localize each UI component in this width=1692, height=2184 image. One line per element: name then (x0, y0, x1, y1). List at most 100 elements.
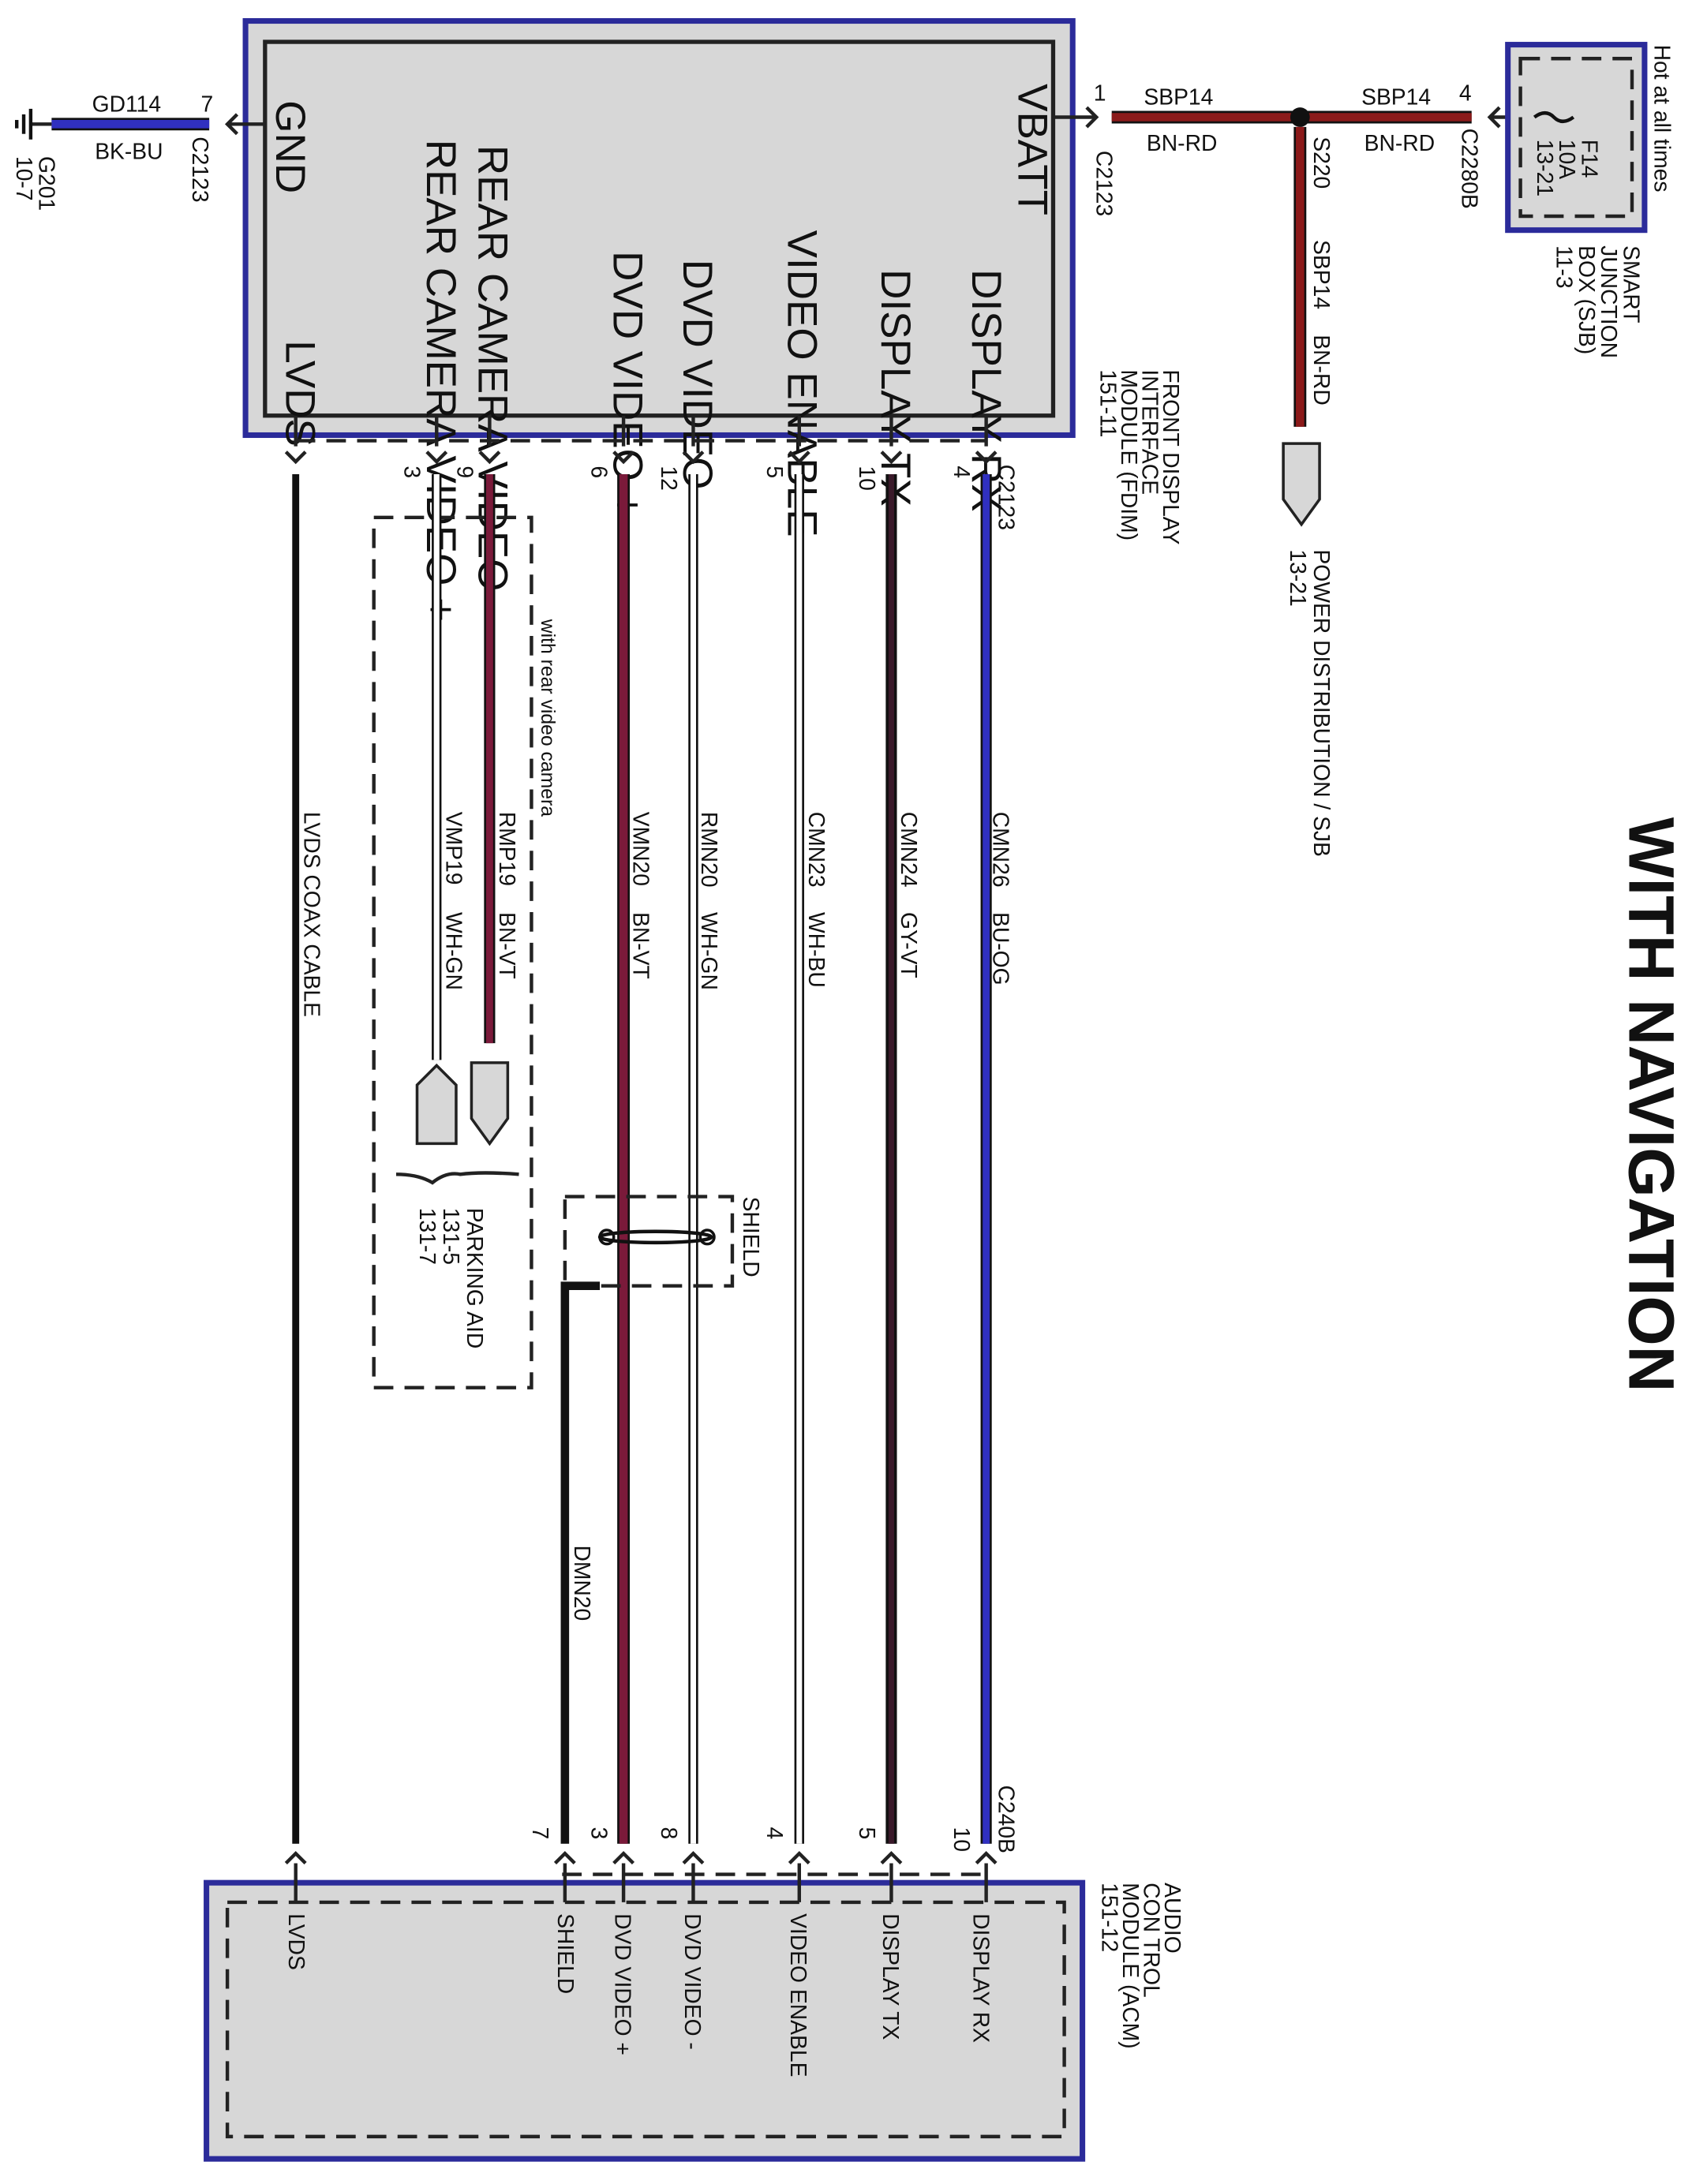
wire-display-rx-color: BU-OG (988, 912, 1013, 985)
connector-arrow-icon (1487, 106, 1501, 129)
fdim-name-line-1: FRONT DISPLAY (1159, 369, 1184, 544)
wire-dvd-video-plus: 6 3 VMN20 BN-VT (586, 415, 653, 1902)
power-circuit-a: SBP14 (1144, 84, 1213, 110)
power-connector-b: C2280B (1457, 129, 1482, 209)
connector-arrow-icon (975, 451, 998, 465)
wire-video-enable: 5 4 CMN23 WH-BU (762, 415, 829, 1902)
acm-pin-dvd-minus: DVD VIDEO - (680, 1913, 706, 2050)
connector-arrow-icon (612, 451, 635, 465)
fdim-name-line-4: 151-11 (1096, 369, 1121, 437)
acm-module: LVDS SHIELD DVD VIDEO + DVD VIDEO - VIDE… (204, 1879, 1086, 2162)
drain-wire (560, 1281, 601, 1844)
wire-dvd-video-plus-color: BN-VT (628, 912, 653, 979)
ground-point: G201 (34, 156, 59, 211)
wire-dvd-video-plus-fdim-pin: 6 (586, 466, 612, 478)
ground-circuit: GD114 BK-BU 7 C2123 G201 10-7 (12, 91, 265, 211)
splice-icon (1290, 107, 1310, 127)
wire-rear-cam-plus-circuit: VMP19 (442, 812, 467, 885)
drain-acm-pin: 7 (528, 1827, 553, 1839)
sjb-name-line-4: 11-3 (1552, 245, 1578, 288)
ground-ref: 10-7 (12, 156, 37, 201)
acm-pin-display-rx: DISPLAY RX (969, 1913, 994, 2043)
power-pin-b: 4 (1459, 80, 1472, 105)
power-dest-line-1: POWER DISTRIBUTION / SJB (1309, 549, 1335, 856)
power-color-c: BN-RD (1309, 335, 1335, 406)
power-dest-line-2: 13-21 (1286, 549, 1311, 606)
brace-icon (395, 1171, 519, 1185)
wire-dvd-video-plus-circuit: VMN20 (628, 812, 653, 886)
drain-circuit: DMN20 (570, 1545, 595, 1621)
fdim-pin-display-tx: DISPLAY TX (872, 269, 919, 507)
wire-rear-cam-plus-fdim-pin: 3 (400, 466, 425, 478)
wire-video-enable-color: WH-BU (804, 912, 829, 988)
wire-video-enable-acm-pin: 4 (762, 1827, 788, 1839)
wire-lvds: LVDS COAX CABLE (284, 415, 324, 1902)
connector-arrow-icon (553, 1850, 576, 1865)
acm-pin-display-tx: DISPLAY TX (878, 1913, 904, 2040)
wire-dvd-video-minus-acm-pin: 8 (657, 1827, 682, 1839)
ground-circuit-label: GD114 (92, 91, 161, 116)
wire-display-rx-circuit: CMN26 (988, 812, 1013, 888)
acm-pin-dvd-plus: DVD VIDEO + (610, 1913, 635, 2055)
connector-arrow-icon (682, 1850, 705, 1865)
connector-arrow-icon (788, 1850, 810, 1865)
fuse-rating: 10A (1555, 140, 1580, 179)
fuse-id: F14 (1577, 140, 1602, 178)
wire-display-tx-circuit: CMN24 (897, 812, 922, 888)
acm-name-line-1: AUDIO (1160, 1883, 1185, 1954)
shield-label: SHIELD (739, 1197, 764, 1277)
power-dist-terminal (1282, 442, 1321, 527)
connector-arrow-icon (880, 1850, 903, 1865)
connector-arrow-icon (682, 451, 705, 465)
fdim-pin-lvds: LVDS (276, 340, 323, 447)
wire-rear-cam-minus-fdim-pin: 9 (453, 466, 478, 478)
wire-rear-cam-plus-color: WH-GN (442, 912, 467, 990)
connector-arrow-icon (612, 1850, 635, 1865)
sjb-name-line-2: JUNCTION (1597, 245, 1622, 358)
wire-video-enable-circuit: CMN23 (804, 812, 829, 888)
wire-dvd-video-minus: 12 8 RMN20 WH-GN (657, 415, 722, 1902)
fdim-name-line-3: MODULE (FDIM) (1117, 369, 1142, 540)
fuse-hot-label: Hot at all times (1649, 45, 1675, 193)
connector-arrow-icon (975, 1850, 998, 1865)
fdim-name: FRONT DISPLAY INTERFACE MODULE (FDIM) 15… (1096, 369, 1185, 544)
wire-dvd-video-minus-circuit: RMN20 (697, 812, 722, 888)
rear-cam-plus-terminal (415, 1063, 458, 1146)
fdim-pin-dvd-plus: DVD VIDEO + (605, 251, 651, 517)
fuse-icon (1533, 111, 1575, 124)
connector-arrow-icon (788, 451, 810, 465)
connector-arrow-icon (478, 451, 501, 465)
fdim-connector-label: C2123 (994, 465, 1020, 530)
ground-color-label: BK-BU (95, 139, 163, 164)
connector-arrow-icon (1085, 106, 1099, 129)
sjb-name-line-3: BOX (SJB) (1574, 245, 1600, 354)
parking-aid-line-2: 131-5 (439, 1208, 464, 1265)
sjb-name: SMART JUNCTION BOX (SJB) 11-3 (1552, 245, 1645, 358)
wire-dvd-video-plus-acm-pin: 3 (586, 1827, 612, 1839)
parking-aid-line-1: PARKING AID (462, 1208, 488, 1349)
wire-rear-cam-minus-circuit: RMP19 (495, 812, 520, 886)
ground-pin: 7 (201, 91, 214, 116)
wire-display-tx-acm-pin: 5 (855, 1827, 880, 1839)
fdim-pin-vbatt: VBATT (1009, 84, 1055, 215)
acm-name-line-3: MODULE (ACM) (1118, 1883, 1144, 2048)
wire-display-rx-acm-pin: 10 (949, 1827, 975, 1851)
connector-arrow-icon (284, 1850, 307, 1865)
acm-name-line-4: 151-12 (1097, 1883, 1122, 1952)
wire-display-tx-color: GY-VT (897, 912, 922, 978)
fdim-pin-display-rx: DISPLAY RX (963, 269, 1009, 511)
wire-dvd-video-minus-color: WH-GN (697, 912, 722, 990)
wire-display-rx-fdim-pin: 4 (949, 466, 975, 478)
fdim-pin-gnd: GND (267, 100, 313, 193)
acm-pin-video-enable: VIDEO ENABLE (786, 1913, 811, 2077)
wire-lvds-label: LVDS COAX CABLE (299, 812, 324, 1017)
acm-name: AUDIO CON TROL MODULE (ACM) 151-12 (1097, 1883, 1185, 2048)
wire-video-enable-fdim-pin: 5 (762, 466, 788, 478)
connector-arrow-icon (284, 451, 307, 465)
rear-camera-note: with rear video camera (537, 619, 558, 817)
wire-display-tx-fdim-pin: 10 (855, 466, 880, 490)
power-circuit: 1 C2123 SBP14 BN-RD SBP14 BN-RD 4 C2280B… (1053, 80, 1521, 857)
acm-connector-label: C240B (994, 1785, 1020, 1853)
rear-cam-minus-terminal (470, 1061, 510, 1146)
wire-rear-cam-minus-color: BN-VT (495, 912, 520, 979)
